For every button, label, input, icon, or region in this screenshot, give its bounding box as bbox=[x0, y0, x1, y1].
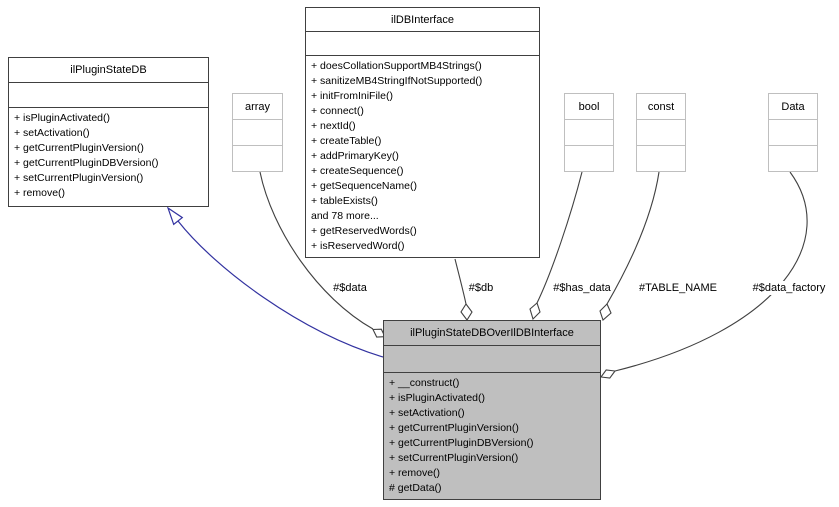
class-box-ilPluginStateDB[interactable]: ilPluginStateDB + isPluginActivated() + s… bbox=[8, 57, 209, 207]
compartment-divider bbox=[565, 145, 613, 146]
method-entry: + isPluginActivated() bbox=[14, 112, 111, 124]
method-entry: + createTable() bbox=[311, 135, 382, 147]
class-title: ilPluginStateDB bbox=[70, 64, 147, 76]
method-entry: + sanitizeMB4StringIfNotSupported() bbox=[311, 75, 483, 87]
method-entry: + getSequenceName() bbox=[311, 180, 417, 192]
methods-compartment: + __construct() + isPluginActivated() + se… bbox=[384, 373, 600, 499]
method-entry: + getCurrentPluginDBVersion() bbox=[14, 157, 159, 169]
aggregation-edge-db bbox=[454, 258, 467, 305]
class-title: ilDBInterface bbox=[391, 13, 454, 26]
methods-compartment bbox=[769, 146, 817, 171]
attributes-compartment bbox=[233, 120, 282, 145]
attributes-compartment bbox=[637, 120, 685, 145]
aggregation-diamond-data-factory bbox=[600, 369, 616, 379]
method-entry: and 78 more... bbox=[311, 210, 379, 222]
inheritance-arrowhead bbox=[166, 206, 184, 226]
class-box-ilPluginStateDBOverIlDBInterface: ilPluginStateDBOverIlDBInterface + __con… bbox=[383, 320, 601, 500]
method-entry: + getCurrentPluginDBVersion() bbox=[389, 437, 534, 449]
compartment-divider bbox=[769, 145, 817, 146]
methods-compartment: + isPluginActivated() + setActivation() + … bbox=[9, 108, 208, 206]
methods-compartment bbox=[233, 146, 282, 171]
compartment-divider bbox=[233, 119, 282, 120]
type-title: bool bbox=[578, 100, 600, 113]
aggregation-diamond-db bbox=[460, 303, 473, 321]
edge-label-db: #$db bbox=[468, 281, 494, 295]
methods-compartment bbox=[565, 146, 613, 171]
method-entry: + initFromIniFile() bbox=[311, 90, 393, 102]
compartment-divider bbox=[565, 119, 613, 120]
attributes-compartment bbox=[9, 83, 208, 107]
method-entry: + setActivation() bbox=[389, 407, 465, 419]
methods-compartment bbox=[637, 146, 685, 171]
method-entry: + doesCollationSupportMB4Strings() bbox=[311, 60, 482, 72]
method-entry: + createSequence() bbox=[311, 165, 404, 177]
edge-label-data: #$data bbox=[333, 281, 367, 295]
type-box-const: const bbox=[636, 93, 686, 172]
edge-label-has-data: #$has_data bbox=[553, 281, 611, 295]
class-title: ilPluginStateDBOverIlDBInterface bbox=[410, 327, 574, 339]
method-entry: + addPrimaryKey() bbox=[311, 150, 399, 162]
type-title: Data bbox=[781, 100, 805, 113]
compartment-divider bbox=[769, 119, 817, 120]
class-box-ilDBInterface[interactable]: ilDBInterface + doesCollationSupportMB4S… bbox=[305, 7, 540, 258]
method-entry: + setCurrentPluginVersion() bbox=[389, 452, 519, 464]
type-box-bool: bool bbox=[564, 93, 614, 172]
method-entry: + tableExists() bbox=[311, 195, 378, 207]
compartment-divider bbox=[384, 372, 600, 373]
method-entry: + setActivation() bbox=[14, 127, 90, 139]
compartment-divider bbox=[9, 107, 208, 108]
method-entry: + getReservedWords() bbox=[311, 225, 417, 237]
aggregation-edge-data-factory bbox=[614, 171, 808, 372]
type-title: const bbox=[647, 100, 675, 113]
type-box-Data: Data bbox=[768, 93, 818, 172]
compartment-divider bbox=[306, 31, 539, 32]
method-entry: + getCurrentPluginVersion() bbox=[14, 142, 144, 154]
edge-label-table-name: #TABLE_NAME bbox=[638, 281, 718, 295]
attributes-compartment bbox=[306, 32, 539, 55]
method-entry: + connect() bbox=[311, 105, 364, 117]
attributes-compartment bbox=[769, 120, 817, 145]
edge-label-data-factory: #$data_factory bbox=[752, 281, 826, 295]
type-box-array: array bbox=[232, 93, 283, 172]
attributes-compartment bbox=[565, 120, 613, 145]
compartment-divider bbox=[233, 145, 282, 146]
method-entry: + getCurrentPluginVersion() bbox=[389, 422, 519, 434]
method-entry: + remove() bbox=[389, 467, 441, 479]
method-entry: + __construct() bbox=[389, 377, 460, 389]
method-entry: + remove() bbox=[14, 187, 66, 199]
compartment-divider bbox=[637, 119, 685, 120]
aggregation-diamond-has-data bbox=[529, 302, 541, 321]
aggregation-diamond-table-name bbox=[599, 303, 612, 321]
method-entry: + isPluginActivated() bbox=[389, 392, 486, 404]
compartment-divider bbox=[9, 82, 208, 83]
method-entry: + isReservedWord() bbox=[311, 240, 405, 252]
attributes-compartment bbox=[384, 346, 600, 372]
method-entry: + setCurrentPluginVersion() bbox=[14, 172, 144, 184]
compartment-divider bbox=[384, 345, 600, 346]
compartment-divider bbox=[637, 145, 685, 146]
method-entry: + nextId() bbox=[311, 120, 356, 132]
type-title: array bbox=[244, 100, 271, 113]
method-entry: # getData() bbox=[389, 482, 442, 494]
compartment-divider bbox=[306, 55, 539, 56]
methods-compartment: + doesCollationSupportMB4Strings() + sani… bbox=[306, 56, 539, 257]
